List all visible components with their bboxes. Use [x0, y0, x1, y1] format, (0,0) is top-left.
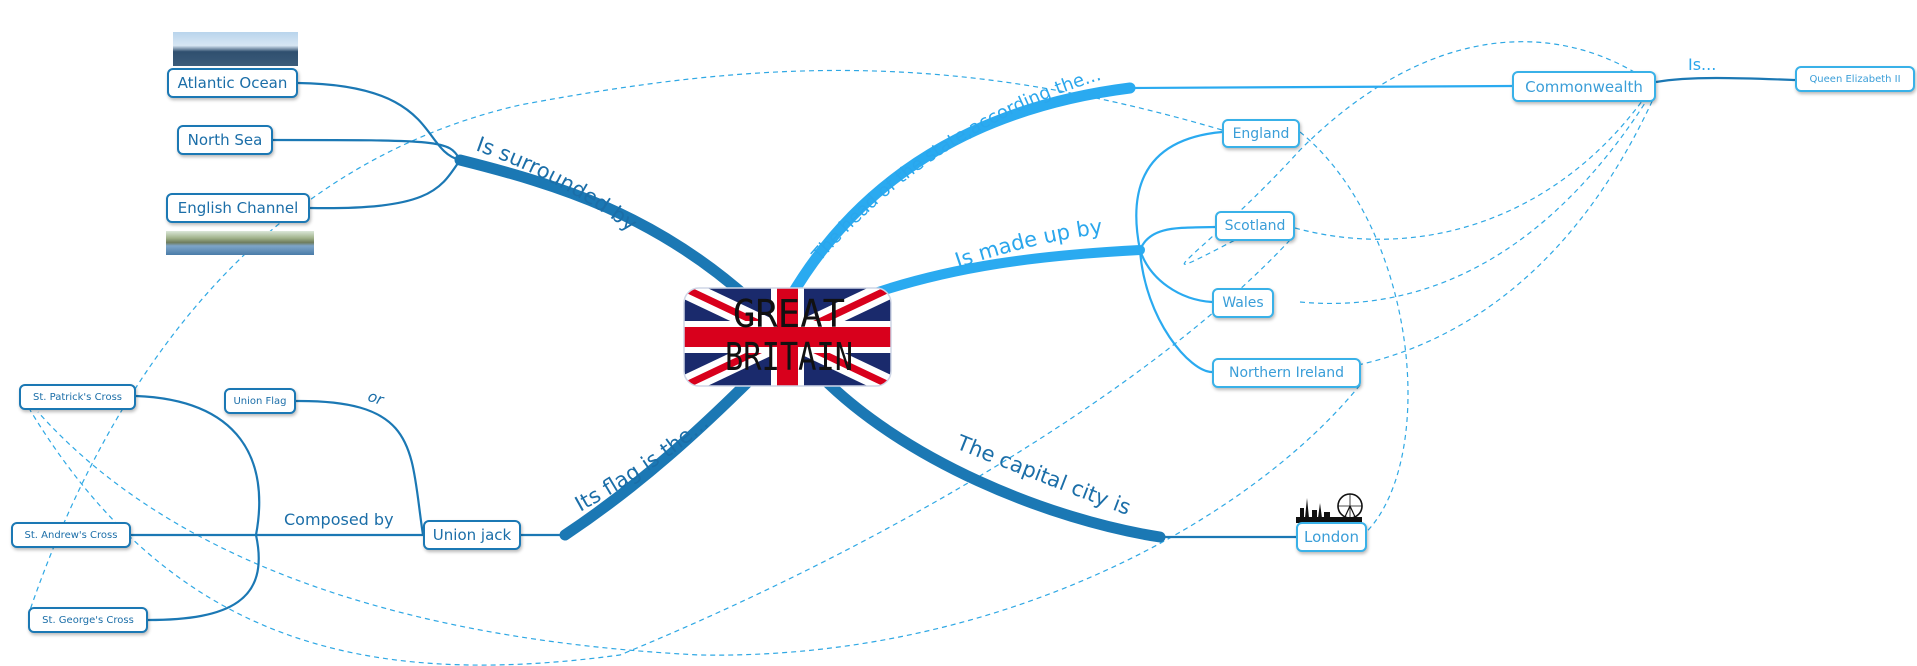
branch-label-flag: Its flag is the... [571, 410, 713, 516]
node-st-andrews-cross[interactable]: St. Andrew's Cross [11, 522, 131, 548]
central-title-line2: BRITAIN [725, 335, 853, 379]
relation-label-is: Is... [1688, 55, 1717, 74]
node-commonwealth[interactable]: Commonwealth [1512, 71, 1656, 102]
london-skyline-icon [1296, 493, 1363, 523]
sub-branches [131, 76, 1796, 622]
node-london[interactable]: London [1296, 522, 1367, 552]
node-atlantic-ocean[interactable]: Atlantic Ocean [167, 68, 298, 98]
relation-label-composed-by: Composed by [284, 510, 394, 529]
union-jack-icon [684, 288, 891, 386]
node-wales[interactable]: Wales [1212, 288, 1274, 318]
node-england[interactable]: England [1222, 119, 1300, 148]
node-queen-elizabeth[interactable]: Queen Elizabeth II [1795, 66, 1915, 92]
cross-links [29, 41, 1656, 666]
node-scotland[interactable]: Scotland [1215, 211, 1295, 241]
branch-label-surrounded: Is surrounded by [473, 132, 641, 236]
central-topic[interactable]: GREAT BRITAIN [683, 287, 892, 387]
node-north-sea[interactable]: North Sea [177, 125, 273, 155]
node-northern-ireland[interactable]: Northern Ireland [1212, 358, 1361, 388]
node-st-patricks-cross[interactable]: St. Patrick's Cross [19, 384, 136, 410]
channel-photo [166, 231, 314, 255]
node-st-georges-cross[interactable]: St. George's Cross [28, 607, 148, 633]
central-title-line1: GREAT [733, 292, 845, 336]
node-union-jack[interactable]: Union jack [423, 520, 521, 550]
node-english-channel[interactable]: English Channel [166, 193, 310, 223]
node-union-flag[interactable]: Union Flag [224, 388, 296, 414]
atlantic-photo [173, 32, 298, 66]
main-branches [454, 82, 1166, 543]
